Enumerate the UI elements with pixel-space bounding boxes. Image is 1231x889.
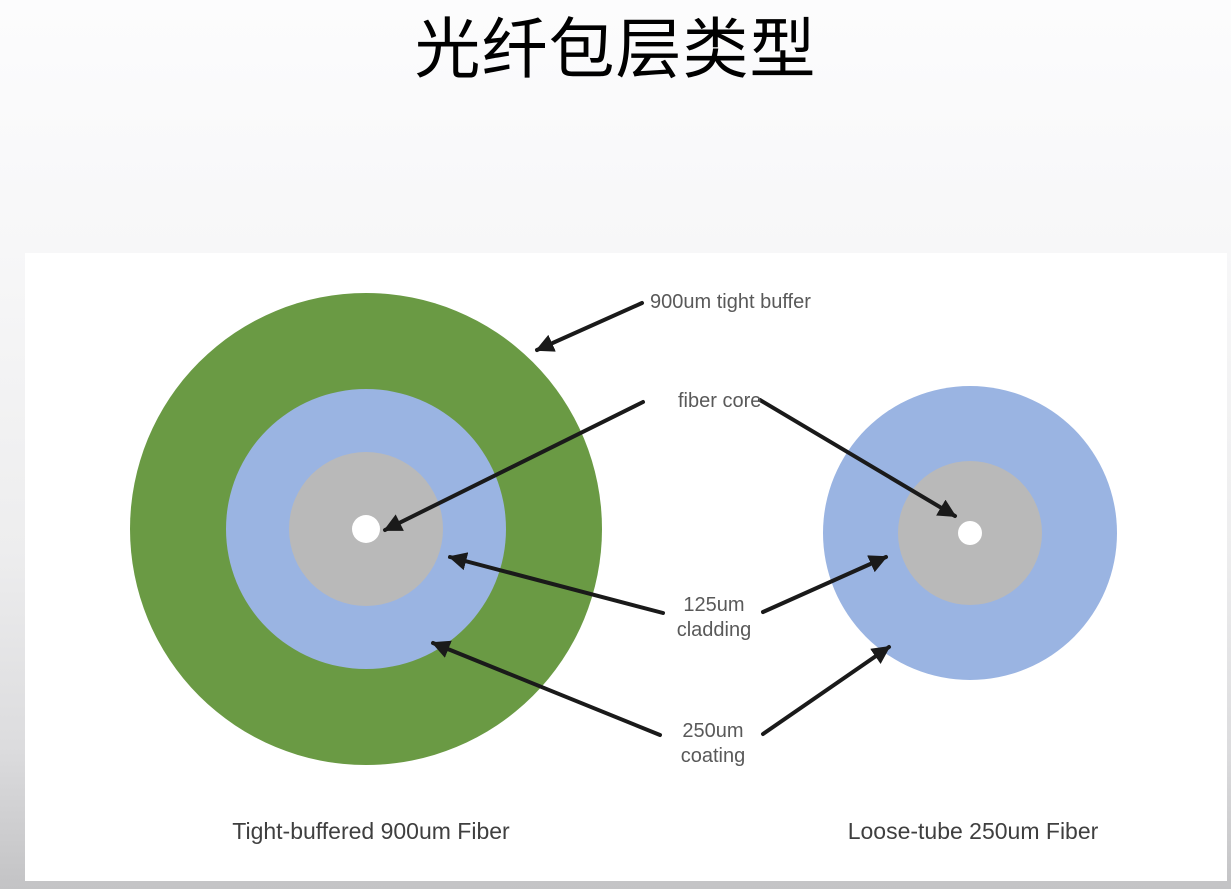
label-coating: 250um coating [681,719,746,769]
arrow-fiber-core-left [383,400,645,532]
annotation-arrows [383,301,957,737]
caption-tight-buffered-fiber: Tight-buffered 900um Fiber [232,818,510,844]
arrow-cladding-right [761,555,888,614]
arrow-fiber-core-right [758,398,957,518]
left-fiber-core-dot [352,515,380,543]
diagram-panel: 900um tight buffer fiber core 125um clad… [25,253,1227,881]
label-coating-line2: coating [680,745,746,767]
label-cladding: 125um cladding [677,593,752,643]
label-cladding-line2: cladding [676,619,752,641]
label-cladding-line1: 125um [683,594,745,616]
arrow-cladding-left [448,552,665,615]
label-fiber-core: fiber core [678,390,762,412]
tight-buffered-fiber [130,293,602,765]
arrow-coating-right [761,645,891,736]
page-title: 光纤包层类型 [414,14,817,87]
label-coating-line1: 250um [682,720,744,742]
arrow-coating-left [431,640,662,737]
loose-tube-fiber [823,386,1117,680]
caption-loose-tube-fiber: Loose-tube 250um Fiber [847,818,1099,844]
label-tight-buffer: 900um tight buffer [650,291,811,313]
arrow-tight-buffer [535,301,644,352]
fiber-diagram [130,293,1117,765]
right-fiber-core-dot [958,521,982,545]
